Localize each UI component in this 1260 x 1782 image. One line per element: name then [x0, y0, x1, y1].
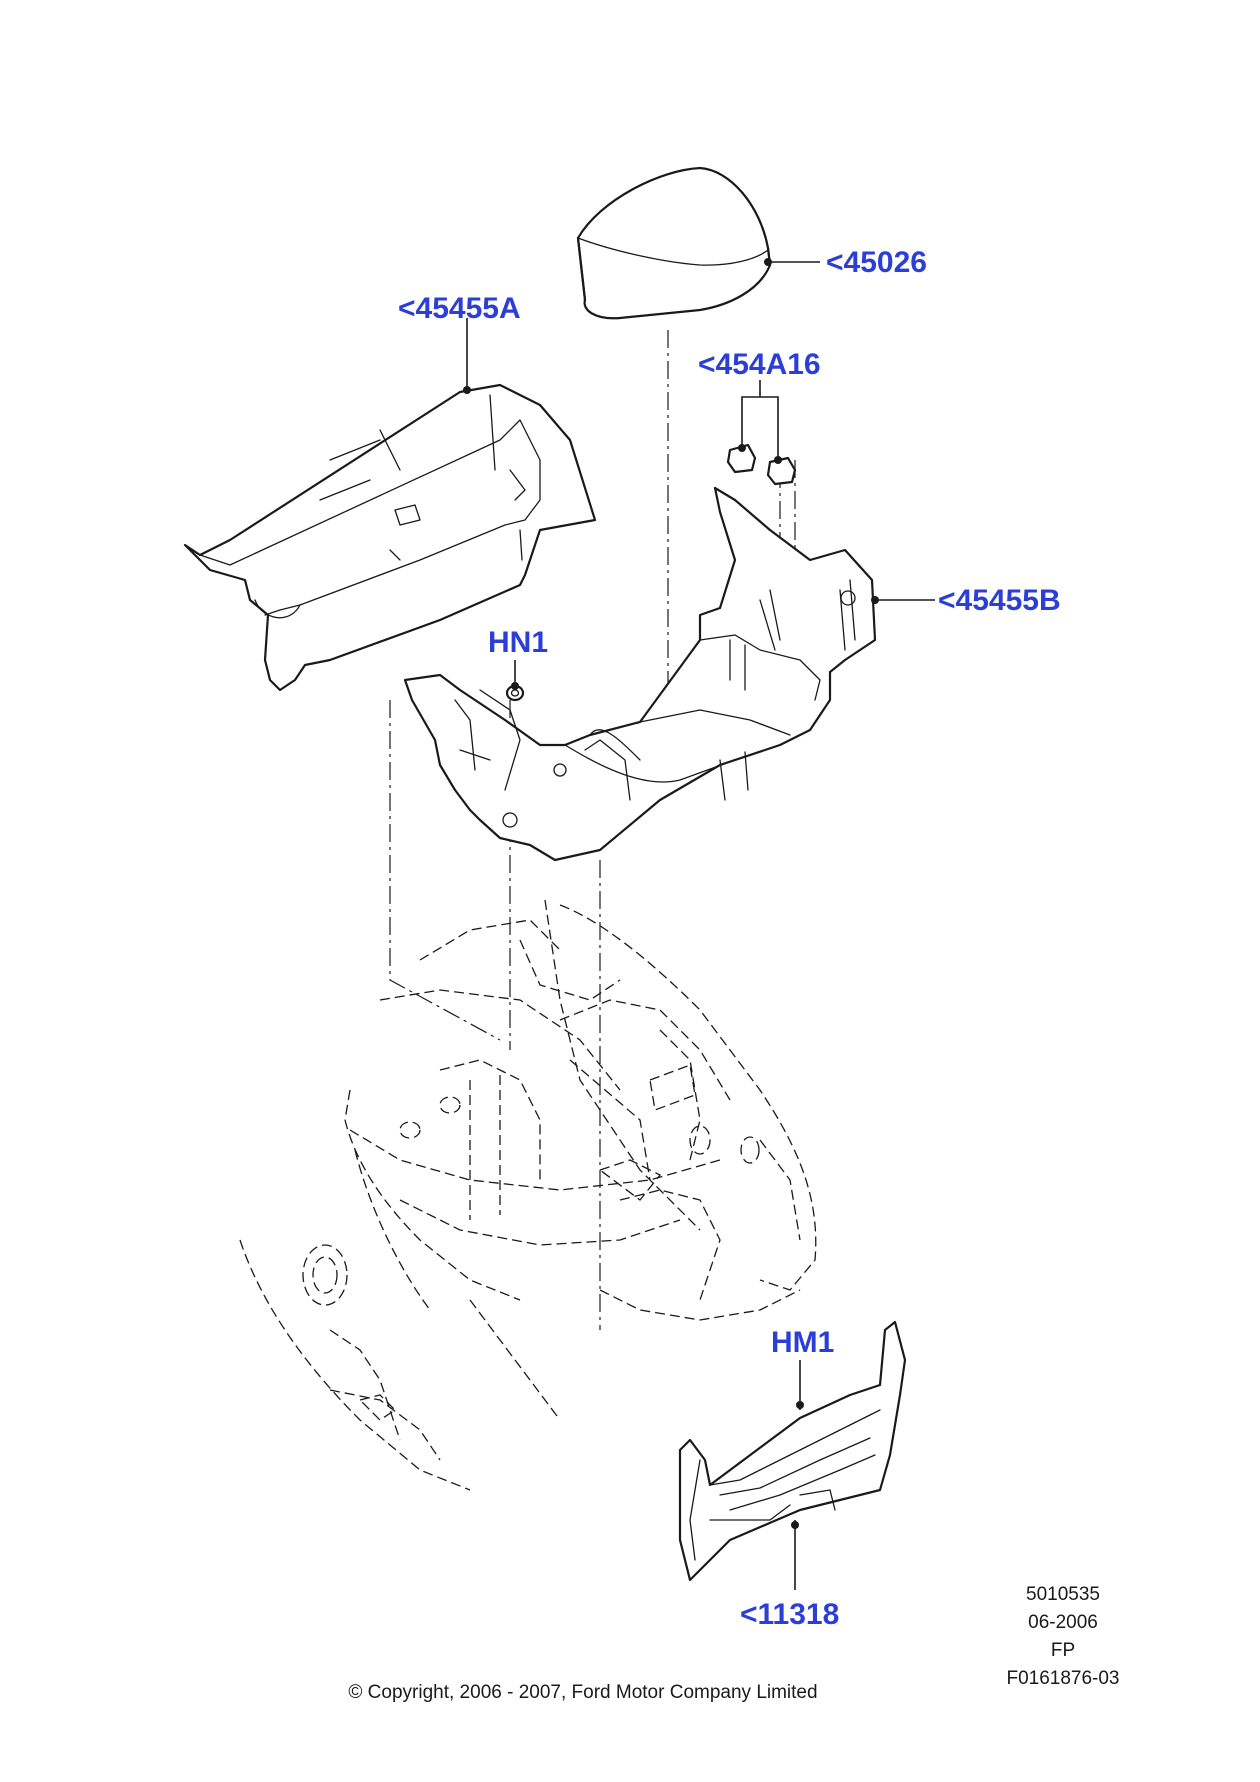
leader-11318 [791, 1520, 799, 1590]
part-HN1-fastener [505, 684, 525, 702]
meta-line-2: 06-2006 [1028, 1612, 1098, 1633]
part-45455B-wheel-well-tub [403, 486, 877, 862]
callout-45455A[interactable]: <45455A [398, 292, 521, 325]
callout-454A16[interactable]: <454A16 [698, 348, 821, 381]
part-11318-scuff-plate [678, 1320, 907, 1582]
callout-45026[interactable]: <45026 [826, 246, 927, 279]
callout-HM1[interactable]: HM1 [771, 1326, 834, 1359]
part-45455A-trim-panel [183, 383, 597, 692]
leader-45455A [463, 318, 471, 394]
callout-HN1[interactable]: HN1 [488, 626, 548, 659]
leader-454A16 [738, 380, 782, 464]
leader-45026 [764, 258, 820, 266]
meta-line-1: 5010535 [1026, 1584, 1100, 1605]
meta-line-4: F0161876-03 [1006, 1668, 1119, 1689]
part-454A16-clips [726, 443, 797, 486]
leader-HN1 [511, 660, 519, 690]
callout-45455B[interactable]: <45455B [938, 584, 1061, 617]
meta-line-3: FP [1051, 1640, 1075, 1661]
copyright-text: © Copyright, 2006 - 2007, Ford Motor Com… [348, 1682, 817, 1703]
leader-HM1 [796, 1360, 804, 1410]
leader-45455B [871, 596, 935, 604]
diagram-meta: 5010535 06-2006 FP F0161876-03 [1006, 1584, 1119, 1689]
callout-11318[interactable]: <11318 [740, 1598, 839, 1631]
vehicle-body-outline [239, 899, 817, 1491]
part-45026-cover [576, 166, 772, 320]
